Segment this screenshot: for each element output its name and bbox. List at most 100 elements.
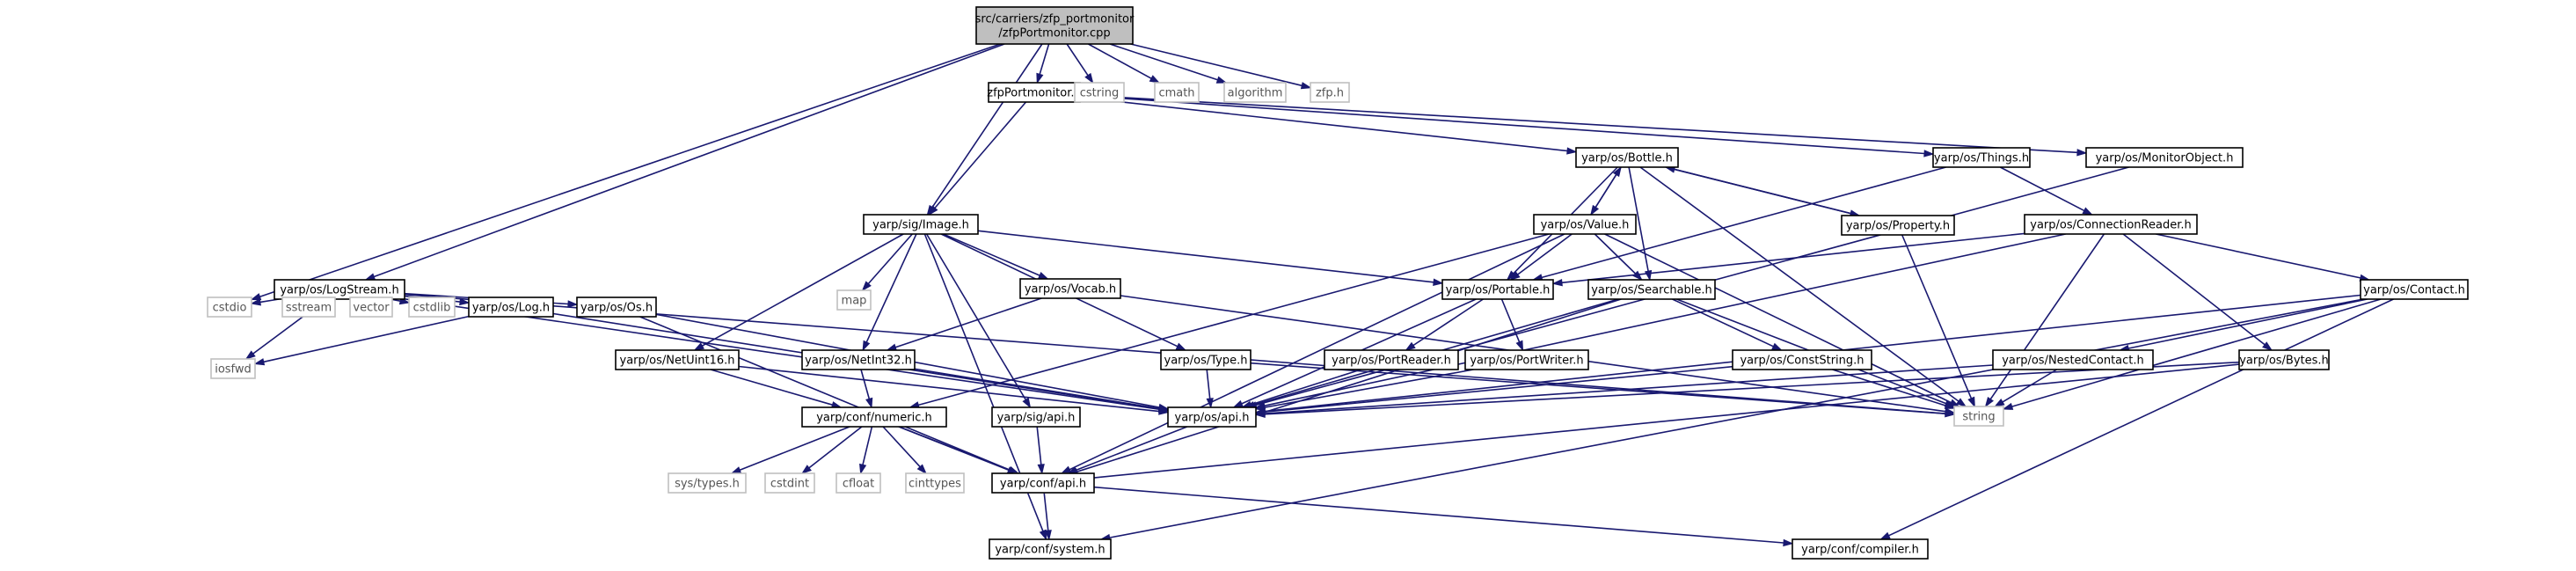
edge-line (1590, 174, 1617, 216)
edge-line (1130, 43, 1303, 87)
edge-arrowhead (916, 464, 927, 475)
edge-image-h-to-portable-h (977, 230, 1444, 286)
edge-arrowhead (1956, 398, 1967, 407)
edge-line (1594, 233, 1637, 275)
node-cstring: cstring (1074, 82, 1125, 103)
edge-connectionreader-h-to-os-api-h (1254, 233, 2066, 410)
edge-line (1901, 234, 1973, 399)
edge-netint32-h-to-os-api-h (914, 368, 1170, 413)
node-portable-h[interactable]: yarp/os/Portable.h (1441, 279, 1554, 300)
edge-root-to-zfp-h (1130, 43, 1312, 90)
node-type-h[interactable]: yarp/os/Type.h (1160, 349, 1252, 370)
node-searchable-h[interactable]: yarp/os/Searchable.h (1587, 279, 1716, 300)
edge-line (1088, 43, 1152, 79)
edge-line (977, 230, 1434, 283)
edge-line (1109, 298, 2364, 538)
node-cstdint: cstdint (764, 472, 815, 494)
edge-arrowhead (244, 350, 256, 360)
node-bottle-h[interactable]: yarp/os/Bottle.h (1575, 147, 1679, 168)
edge-line (917, 233, 1550, 406)
edge-conf-api-h-to-system-h (1043, 492, 1052, 541)
node-value-h[interactable]: yarp/os/Value.h (1533, 214, 1637, 235)
node-netuint16-h[interactable]: yarp/os/NetUint16.h (615, 349, 740, 370)
node-label: cstring (1080, 87, 1119, 100)
edge-line (862, 426, 873, 465)
node-vector: vector (349, 296, 393, 318)
edge-arrowhead (1038, 271, 1049, 280)
node-image-h[interactable]: yarp/sig/Image.h (863, 214, 979, 235)
node-os-api-h[interactable]: yarp/os/api.h (1167, 406, 1257, 428)
node-box (1587, 279, 1716, 300)
edge-zfpportmonitor-h-to-monitorobject-h (1079, 94, 2088, 157)
edge-line (702, 233, 904, 347)
node-label: yarp/conf/system.h (995, 544, 1105, 557)
node-connectionreader-h[interactable]: yarp/os/ConnectionReader.h (2024, 214, 2198, 235)
edge-line (894, 297, 1042, 348)
edge-line (1832, 369, 1946, 406)
edge-arrowhead (1879, 531, 1891, 540)
edge-root-to-cstdio (250, 43, 1001, 301)
edge-arrowhead (567, 300, 579, 308)
node-label: yarp/os/Bytes.h (2239, 355, 2329, 368)
node-label: /zfpPortmonitor.cpp (998, 27, 1110, 40)
node-box (991, 472, 1095, 494)
node-logstream-h[interactable]: yarp/os/LogStream.h (274, 279, 405, 300)
edge-arrowhead (1084, 72, 1094, 84)
edge-netuint16-h-to-numeric-h (710, 369, 843, 409)
edge-os-h-to-cstddef (639, 316, 1019, 474)
node-compiler-h[interactable]: yarp/conf/compiler.h (1792, 538, 1929, 560)
node-os-h[interactable]: yarp/os/Os.h (576, 296, 657, 318)
node-zfpportmonitor-h[interactable]: zfpPortmonitor.h (987, 82, 1082, 103)
node-box (764, 472, 815, 494)
edge-arrowhead (1551, 279, 1563, 287)
node-box (836, 472, 881, 494)
edge-arrowhead (1300, 82, 1312, 90)
edge-conf-api-h-to-compiler-h (1093, 486, 1794, 547)
edge-line (1076, 298, 1622, 472)
edge-line (738, 365, 1160, 413)
node-zfp-h: zfp.h (1310, 82, 1350, 103)
node-conf-api-h[interactable]: yarp/conf/api.h (991, 472, 1095, 494)
edge-arrowhead (364, 273, 376, 281)
node-label: yarp/os/ConstString.h (1740, 355, 1864, 368)
edge-value-h-to-bottle-h (1590, 165, 1622, 216)
node-contact-h[interactable]: yarp/os/Contact.h (2360, 279, 2469, 300)
edge-line (1039, 43, 1050, 75)
node-box (1732, 349, 1872, 370)
node-box (1441, 279, 1554, 300)
node-monitorobject-h[interactable]: yarp/os/MonitorObject.h (2085, 147, 2244, 168)
edge-arrowhead (2082, 207, 2094, 216)
node-portwriter-h[interactable]: yarp/os/PortWriter.h (1464, 349, 1589, 370)
node-cinttypes: cinttypes (905, 472, 965, 494)
node-label: yarp/os/PortWriter.h (1470, 355, 1583, 368)
edge-arrowhead (1036, 72, 1044, 84)
node-cstdlib: cstdlib (408, 296, 456, 318)
node-portreader-h[interactable]: yarp/os/PortReader.h (1324, 349, 1459, 370)
edge-arrowhead (1405, 341, 1416, 351)
node-conststring-h[interactable]: yarp/os/ConstString.h (1732, 349, 1872, 370)
node-system-h[interactable]: yarp/conf/system.h (989, 538, 1112, 560)
node-label: cmath (1158, 87, 1194, 100)
node-bytes-h[interactable]: yarp/os/Bytes.h (2238, 349, 2330, 370)
node-things-h[interactable]: yarp/os/Things.h (1932, 147, 2031, 168)
edge-line (1517, 233, 1573, 275)
edge-arrowhead (253, 358, 266, 366)
node-property-h[interactable]: yarp/os/Property.h (1841, 215, 1955, 236)
edge-line (1264, 364, 1994, 414)
node-box (1575, 147, 1679, 168)
node-sig-api-h[interactable]: yarp/sig/api.h (991, 406, 1081, 428)
node-numeric-h[interactable]: yarp/conf/numeric.h (801, 406, 947, 428)
edge-image-h-to-netint32-h (862, 233, 917, 352)
edge-line (259, 43, 1001, 297)
node-label: yarp/conf/api.h (1000, 478, 1086, 491)
node-netint32-h[interactable]: yarp/os/NetInt32.h (801, 349, 916, 370)
node-box (2024, 214, 2198, 235)
node-label: cinttypes (909, 478, 961, 491)
edge-arrowhead (1433, 278, 1444, 286)
node-box (1160, 349, 1252, 370)
node-nestedcontact-h[interactable]: yarp/os/NestedContact.h (1992, 349, 2154, 370)
node-log-h[interactable]: yarp/os/Log.h (468, 296, 554, 318)
edge-line (1412, 298, 1484, 347)
node-vocab-h[interactable]: yarp/os/Vocab.h (1019, 278, 1121, 299)
node-root[interactable]: src/carriers/zfp_portmonitor/zfpPortmoni… (975, 6, 1135, 45)
